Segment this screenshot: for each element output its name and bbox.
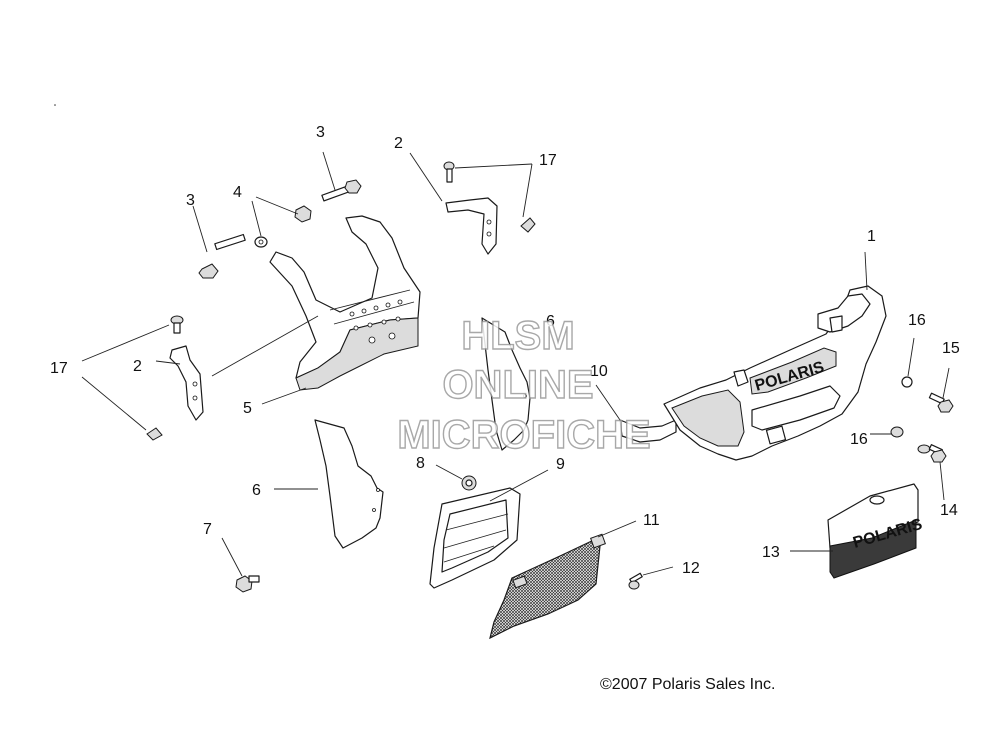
callout-6-left: 6 — [252, 482, 261, 499]
front-bumper: POLARIS — [663, 285, 887, 461]
callout-9: 9 — [556, 456, 565, 473]
license-plate-13: POLARIS — [827, 483, 925, 579]
side-panel-6-right — [481, 317, 531, 451]
callout-1: 1 — [867, 228, 876, 245]
tab-10 — [619, 419, 677, 443]
callout-3-upper: 3 — [316, 124, 325, 141]
callout-6-right: 6 — [546, 313, 555, 330]
bolt-15 — [928, 392, 954, 413]
watermark-line-1: HLSM — [461, 314, 574, 358]
push-pin-17 — [146, 161, 536, 441]
front-frame-bracket — [269, 215, 421, 391]
callout-14: 14 — [940, 502, 958, 519]
watermark: HLSM ONLINE MICROFICHE — [397, 313, 652, 457]
push-rivet-7 — [235, 575, 260, 593]
callout-13: 13 — [762, 544, 780, 561]
callout-3-lower: 3 — [186, 192, 195, 209]
watermark-line-3: MICROFICHE — [397, 413, 650, 457]
callout-10: 10 — [590, 363, 608, 380]
callout-16-upper: 16 — [908, 312, 926, 329]
callout-labels: 1 2 2 3 3 4 5 6 6 7 8 9 10 11 12 13 14 1… — [50, 124, 960, 577]
bolt-14 — [917, 444, 947, 463]
nut-4 — [254, 205, 312, 248]
washer-16 — [890, 376, 913, 438]
callout-2-lower: 2 — [133, 358, 142, 375]
leader-lines — [81, 151, 950, 577]
grommet-8 — [461, 475, 477, 491]
callout-8: 8 — [416, 455, 425, 472]
callout-2-upper: 2 — [394, 135, 403, 152]
watermark-line-2: ONLINE — [442, 363, 593, 407]
callout-16-lower: 16 — [850, 431, 868, 448]
bracket-2-upper — [445, 197, 498, 255]
callout-17-upper: 17 — [539, 152, 557, 169]
bolt-3-lower — [198, 233, 246, 279]
callout-7: 7 — [203, 521, 212, 538]
callout-15: 15 — [942, 340, 960, 357]
callout-12: 12 — [682, 560, 700, 577]
callout-11: 11 — [643, 512, 660, 529]
copyright-notice: ©2007 Polaris Sales Inc. — [600, 676, 776, 693]
stray-dot — [54, 104, 56, 106]
callout-17-lower: 17 — [50, 360, 68, 377]
screw-12 — [628, 572, 643, 590]
bolt-3-upper — [321, 179, 362, 202]
grille-frame-9 — [429, 487, 521, 589]
mesh-screen-11 — [489, 533, 606, 640]
callout-4: 4 — [233, 184, 242, 201]
callout-5: 5 — [243, 400, 252, 417]
bracket-2-lower — [169, 345, 204, 421]
side-panel-6-left — [314, 419, 384, 549]
